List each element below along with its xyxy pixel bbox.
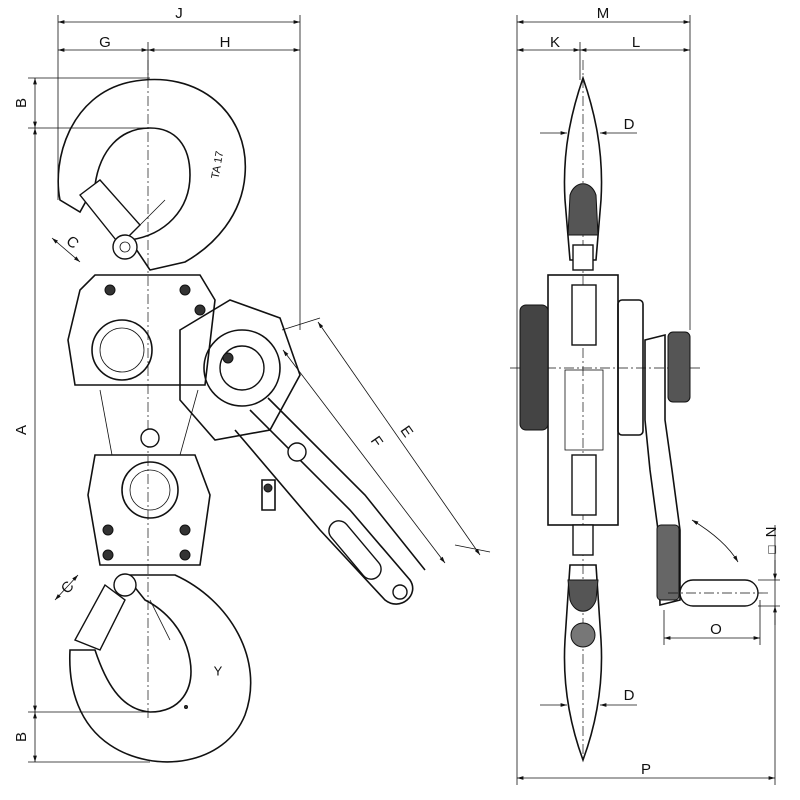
upper-body [67, 274, 216, 386]
dim-B-top: B [13, 98, 30, 108]
dim-D-bottom: D [624, 687, 635, 704]
lower-body [87, 454, 211, 566]
bottom-hook: Y [69, 573, 252, 763]
dim-N: N [763, 527, 780, 538]
dim-P: P [641, 761, 651, 778]
dim-K: K [550, 34, 560, 51]
dim-B-bottom: B [13, 732, 30, 742]
dim-O: O [710, 621, 722, 638]
dim-J: J [175, 5, 183, 22]
dim-M: M [597, 5, 610, 22]
hook-marking: TA 17 [210, 150, 227, 180]
dim-H: H [220, 34, 231, 51]
dim-F: F [367, 433, 386, 450]
dim-D-top: D [624, 116, 635, 133]
top-hook: TA 17 [57, 78, 247, 271]
dim-G: G [99, 34, 111, 51]
side-view: M K L D D N □ O P [510, 5, 780, 785]
dim-N-square-symbol: □ [768, 541, 776, 556]
bottom-hook-marking: Y [214, 663, 223, 678]
dim-A: A [13, 425, 30, 435]
dim-L: L [632, 34, 640, 51]
dim-E: E [397, 423, 417, 441]
lever-handle [179, 299, 426, 605]
front-view: TA 17 [13, 5, 491, 763]
